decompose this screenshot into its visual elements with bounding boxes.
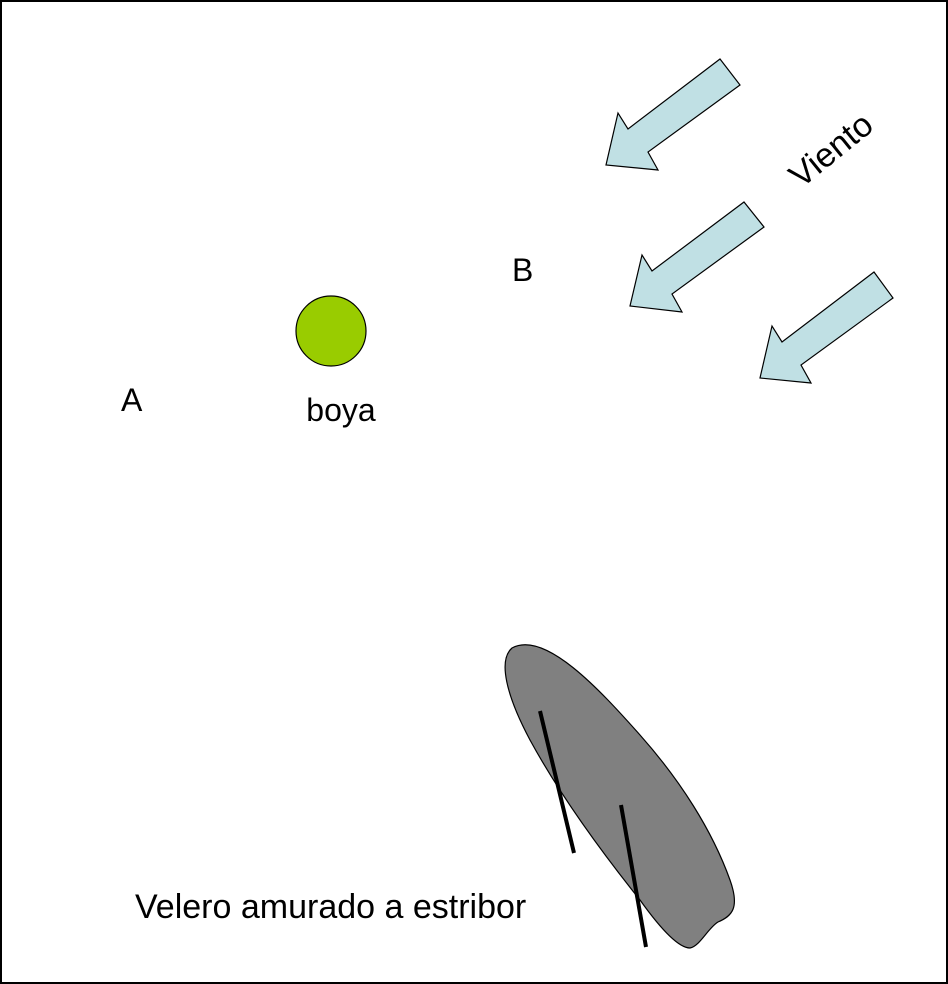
point-b-label: B [512,252,533,288]
wind-arrow-bottom [759,271,894,384]
boat-sail-rear [619,804,648,948]
point-a-label: A [121,382,143,418]
boat-hull [504,644,735,949]
boat-label: Velero amurado a estribor [135,888,526,926]
buoy-icon [295,295,367,367]
wind-arrow-top [605,58,741,171]
boat-sail-front [538,710,576,854]
wind-arrow-middle [629,201,765,313]
sailboat-icon [504,644,735,949]
buoy-label: boya [306,392,376,428]
